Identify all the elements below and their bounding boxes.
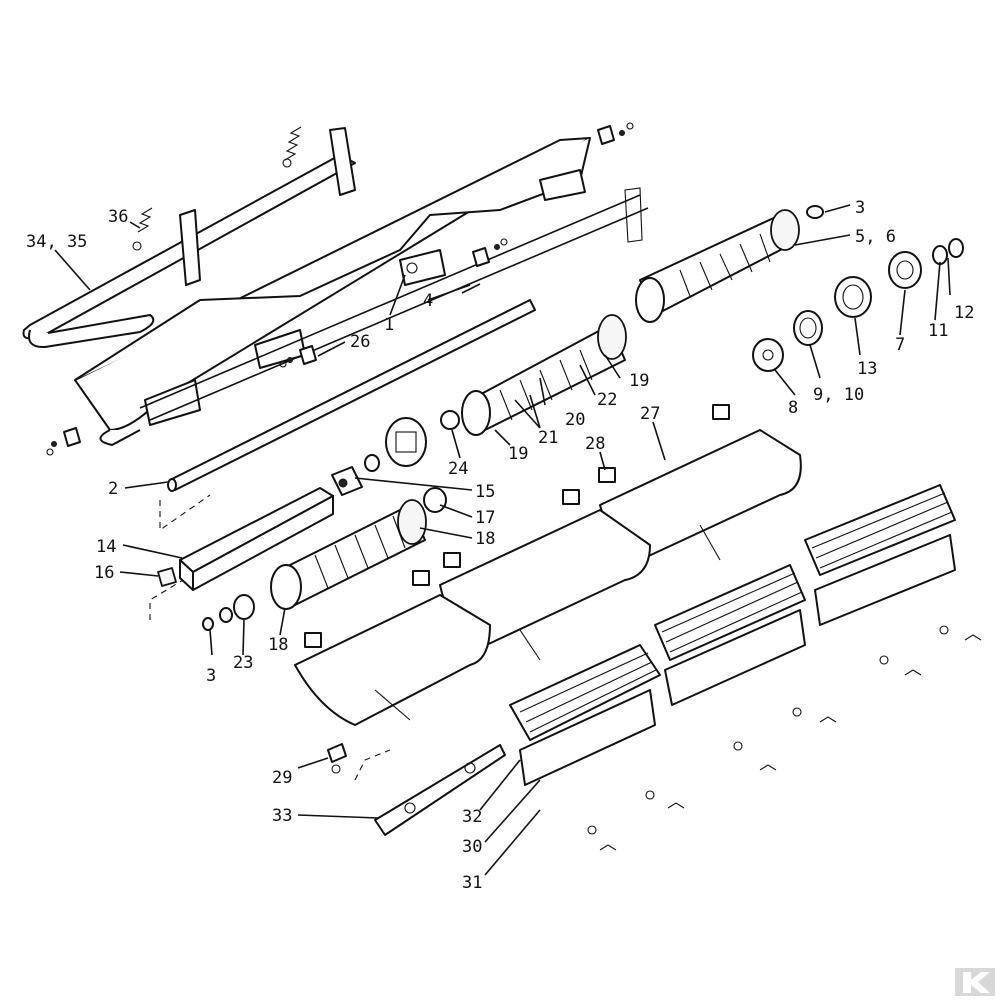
label-33: 33 — [272, 806, 292, 826]
label-13: 13 — [857, 359, 877, 379]
bearing-parts — [202, 205, 964, 631]
brand-logo — [955, 968, 995, 996]
label-16: 16 — [94, 563, 114, 583]
grate-front — [509, 644, 661, 786]
label-14: 14 — [96, 537, 116, 557]
label-18-lower: 18 — [268, 635, 288, 655]
label-22: 22 — [597, 390, 617, 410]
square-nut — [157, 567, 177, 587]
label-17: 17 — [475, 508, 495, 528]
label-11: 11 — [928, 321, 948, 341]
spring-icon — [282, 126, 302, 168]
leader-lines — [54, 204, 951, 876]
label-9-10: 9, 10 — [813, 385, 864, 405]
label-8: 8 — [788, 398, 798, 418]
label-27: 27 — [640, 404, 660, 424]
label-1: 1 — [384, 315, 394, 335]
hood-front — [294, 552, 491, 726]
label-19-lower: 19 — [508, 444, 528, 464]
label-26: 26 — [350, 332, 370, 352]
callout-labels: 36 34, 35 1 4 26 3 5, 6 2 12 11 7 13 9, … — [26, 198, 974, 893]
label-36: 36 — [108, 207, 128, 227]
roller-upper — [635, 209, 800, 323]
roller-lower — [270, 499, 427, 610]
label-28: 28 — [585, 434, 605, 454]
grate-back — [804, 484, 956, 626]
label-29: 29 — [272, 768, 292, 788]
label-18-upper: 18 — [475, 529, 495, 549]
label-30: 30 — [462, 837, 482, 857]
label-3-top: 3 — [855, 198, 865, 218]
label-34-35: 34, 35 — [26, 232, 87, 252]
wing-nuts — [587, 625, 982, 851]
blade-plate — [327, 743, 506, 836]
label-12: 12 — [954, 303, 974, 323]
hardware-small — [46, 122, 634, 456]
label-24: 24 — [448, 459, 468, 479]
top-rail-assembly — [22, 126, 356, 349]
label-3-bottom: 3 — [206, 666, 216, 686]
label-7: 7 — [895, 335, 905, 355]
spring-icon — [132, 207, 153, 251]
grate-middle — [654, 564, 806, 706]
label-15: 15 — [475, 482, 495, 502]
label-2: 2 — [108, 479, 118, 499]
square-tube — [149, 487, 334, 620]
roller-middle — [461, 314, 627, 436]
label-20: 20 — [565, 410, 585, 430]
hood-middle — [439, 467, 651, 661]
label-23: 23 — [233, 653, 253, 673]
drive-shaft — [159, 299, 536, 532]
label-19-upper: 19 — [629, 371, 649, 391]
label-4: 4 — [423, 291, 433, 311]
label-32: 32 — [462, 807, 482, 827]
main-frame — [74, 137, 649, 446]
label-31: 31 — [462, 873, 482, 893]
label-5-6: 5, 6 — [855, 227, 896, 247]
label-21: 21 — [538, 428, 558, 448]
